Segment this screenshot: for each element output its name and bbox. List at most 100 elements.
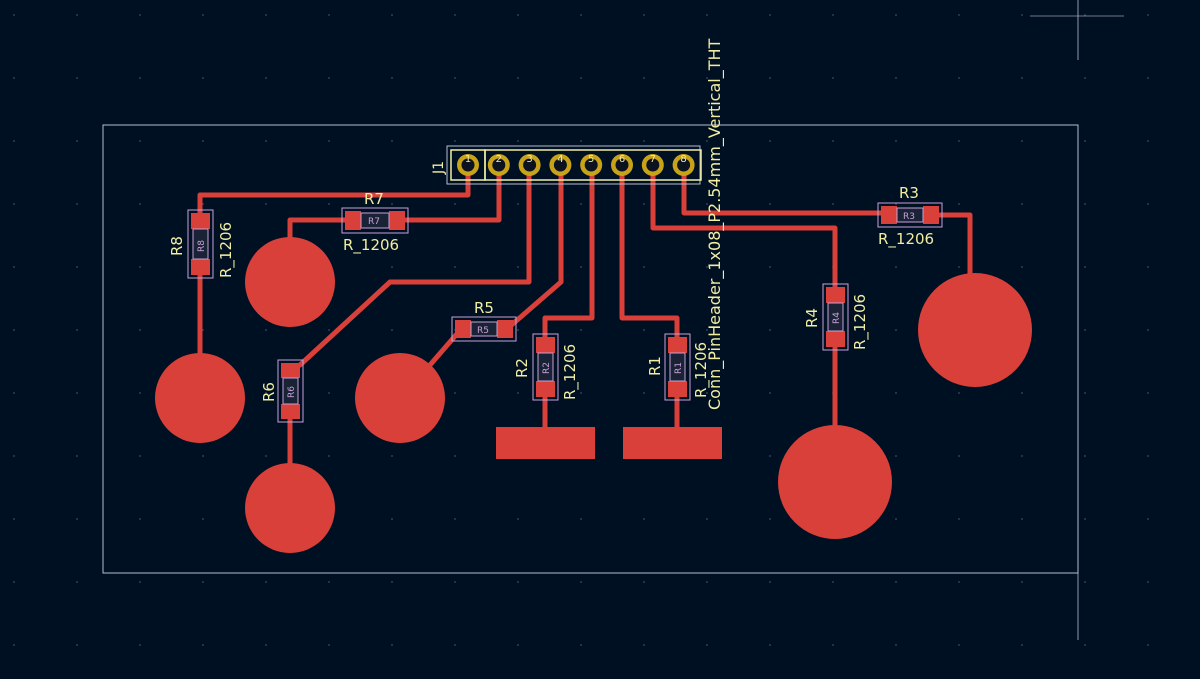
resistor-r1[interactable]: R1 R1 R_1206 xyxy=(646,333,711,401)
grid-dot xyxy=(1084,203,1086,205)
grid-dot xyxy=(391,581,393,583)
grid-dot xyxy=(643,392,645,394)
grid-dot xyxy=(454,392,456,394)
grid-dot xyxy=(580,14,582,16)
grid-dot xyxy=(895,518,897,520)
grid-dot xyxy=(643,140,645,142)
grid-dot xyxy=(832,140,834,142)
pin-hole xyxy=(646,158,660,172)
resistor-r4[interactable]: R4 R4 R_1206 xyxy=(803,283,870,351)
grid-dot xyxy=(895,203,897,205)
grid-dot xyxy=(454,644,456,646)
grid-dot xyxy=(13,455,15,457)
grid-dot xyxy=(76,140,78,142)
grid-dot xyxy=(517,329,519,331)
grid-dot xyxy=(265,392,267,394)
grid-dot xyxy=(1147,455,1149,457)
grid-dot xyxy=(769,203,771,205)
resistor-pad-1 xyxy=(826,287,845,303)
grid-dot xyxy=(769,77,771,79)
trace-pin7-r4 xyxy=(650,162,838,291)
grid-dot xyxy=(139,329,141,331)
resistor-r3[interactable]: R3 R3 R_1206 xyxy=(877,184,943,249)
grid-dot xyxy=(328,644,330,646)
trace-r3-pad xyxy=(930,212,973,283)
resistor-courtyard xyxy=(277,359,304,423)
grid-dot xyxy=(202,329,204,331)
grid-dot xyxy=(265,644,267,646)
pin-hole xyxy=(553,158,567,172)
grid-dot xyxy=(76,14,78,16)
grid-dot xyxy=(139,644,141,646)
grid-dot xyxy=(139,140,141,142)
grid-dot xyxy=(769,644,771,646)
resistor-reference: R5 xyxy=(474,299,494,317)
grid-dot xyxy=(265,581,267,583)
grid-dot xyxy=(1084,77,1086,79)
trace-pin5-r2 xyxy=(542,162,595,341)
grid-dot xyxy=(265,329,267,331)
grid-dot xyxy=(76,266,78,268)
grid-dot xyxy=(391,14,393,16)
grid-dot xyxy=(643,329,645,331)
resistor-fab-label: R4 xyxy=(832,312,842,324)
resistor-value: R_1206 xyxy=(851,294,870,350)
grid-dot xyxy=(328,581,330,583)
resistor-r8[interactable]: R8 R8 R_1206 xyxy=(168,209,236,279)
grid-dot xyxy=(1021,266,1023,268)
grid-dot xyxy=(958,392,960,394)
grid-dot xyxy=(832,77,834,79)
grid-dot xyxy=(1147,518,1149,520)
grid-dot xyxy=(706,329,708,331)
grid-dot xyxy=(706,392,708,394)
pin-number: 6 xyxy=(619,154,625,165)
trace-pin3-r6 xyxy=(297,162,532,368)
grid-dot xyxy=(580,203,582,205)
grid-dot xyxy=(895,140,897,142)
pin-number: 2 xyxy=(496,154,502,165)
grid-dot xyxy=(76,455,78,457)
grid-dot xyxy=(769,518,771,520)
grid-dot xyxy=(1147,644,1149,646)
grid-dot xyxy=(328,455,330,457)
resistor-pad-2 xyxy=(668,381,687,397)
grid-dot xyxy=(265,140,267,142)
resistor-pad-1 xyxy=(536,337,555,353)
grid-dot xyxy=(454,203,456,205)
resistor-r5[interactable]: R5 R5 xyxy=(451,299,517,342)
resistor-fab-label: R3 xyxy=(903,212,915,222)
grid-dot xyxy=(1147,77,1149,79)
resistor-pad-1 xyxy=(668,337,687,353)
trace-pin8-r3 xyxy=(681,162,890,216)
grid-dot xyxy=(13,140,15,142)
resistor-body xyxy=(192,228,209,260)
grid-dot xyxy=(958,14,960,16)
grid-dot xyxy=(517,392,519,394)
resistor-r2[interactable]: R2 R2 R_1206 xyxy=(513,333,580,401)
grid-dot xyxy=(13,203,15,205)
grid-dot xyxy=(517,77,519,79)
grid-dot xyxy=(1084,455,1086,457)
trace-pin4-r5 xyxy=(505,162,564,331)
grid-dot xyxy=(202,14,204,16)
resistor-pad-1 xyxy=(281,363,300,378)
grid-dot xyxy=(517,266,519,268)
grid-dot xyxy=(1147,140,1149,142)
round-pad-r6 xyxy=(245,463,335,553)
grid-dot xyxy=(76,644,78,646)
resistor-pad-2 xyxy=(536,381,555,397)
grid-dot xyxy=(76,392,78,394)
grid-dot xyxy=(1084,266,1086,268)
resistor-reference: R3 xyxy=(899,184,919,202)
resistor-r7[interactable]: R7 R7 R_1206 xyxy=(341,190,409,255)
grid-dot xyxy=(517,518,519,520)
pin-number: 5 xyxy=(588,154,594,165)
grid-dot xyxy=(1084,518,1086,520)
resistor-r6[interactable]: R6 R6 xyxy=(260,359,304,423)
grid-dot xyxy=(1084,581,1086,583)
grid-dot xyxy=(76,203,78,205)
grid-dot xyxy=(1084,392,1086,394)
pin-hole xyxy=(461,158,475,172)
